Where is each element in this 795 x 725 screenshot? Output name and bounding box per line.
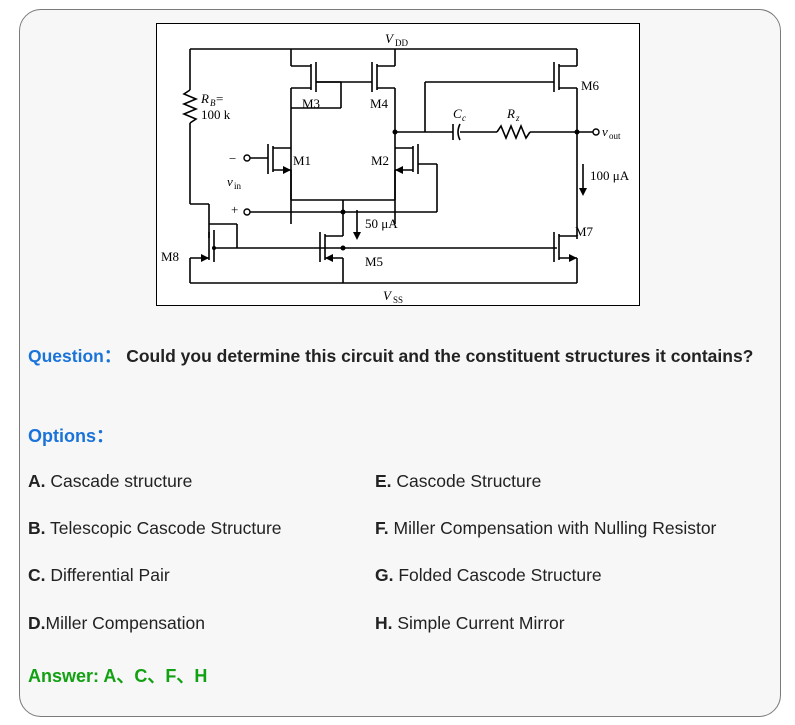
rb-subscript: B	[210, 98, 216, 108]
m4-label: M4	[370, 96, 389, 111]
vdd-label: V	[385, 31, 395, 46]
question-separator: ：	[103, 346, 122, 366]
option-d: D.Miller Compensation	[28, 613, 205, 634]
vss-subscript: SS	[393, 295, 403, 305]
cc-subscript: c	[462, 113, 466, 123]
question-body: Could you determine this circuit and the…	[126, 346, 754, 366]
m7-label: M7	[575, 224, 594, 239]
vss-label: V	[383, 288, 393, 303]
question-text: Question： Could you determine this circu…	[28, 344, 758, 368]
options-title: Options：	[28, 426, 114, 446]
m1-label: M1	[293, 153, 311, 168]
rb-label: R	[200, 91, 209, 106]
current-50ua-label: 50 μA	[365, 216, 398, 231]
vin-label: v	[227, 174, 233, 189]
option-letter: A.	[28, 471, 46, 491]
option-h: H. Simple Current Mirror	[375, 613, 565, 634]
circuit-diagram: V DD V SS R B = 100 k M3 M4 M6 M1 M2 M5 …	[156, 23, 640, 306]
option-text: Cascade structure	[45, 471, 193, 491]
question-label: Question	[28, 346, 104, 366]
circuit-schematic: V DD V SS R B = 100 k M3 M4 M6 M1 M2 M5 …	[161, 31, 630, 305]
vout-subscript: out	[609, 131, 621, 141]
rz-subscript: z	[515, 113, 520, 123]
answer-text: Answer: A、C、F、H	[28, 666, 208, 686]
vout-label: v	[602, 124, 608, 139]
option-text: Telescopic Cascode Structure	[45, 518, 282, 538]
option-c: C. Differential Pair	[28, 565, 170, 586]
option-text: Folded Cascode Structure	[393, 565, 602, 585]
option-text: Simple Current Mirror	[392, 613, 565, 633]
vin-subscript: in	[234, 181, 242, 191]
option-text: Cascode Structure	[391, 471, 542, 491]
option-letter: D.	[28, 613, 46, 633]
current-100ua-label: 100 μA	[590, 168, 630, 183]
option-text: Miller Compensation with Nulling Resisto…	[388, 518, 717, 538]
option-text: Differential Pair	[45, 565, 170, 585]
option-g: G. Folded Cascode Structure	[375, 565, 602, 586]
option-letter: H.	[375, 613, 393, 633]
vdd-subscript: DD	[395, 38, 408, 48]
rb-value: 100 k	[201, 107, 231, 122]
rb-equals: =	[216, 91, 223, 106]
vin-plus: +	[231, 202, 238, 217]
m3-label: M3	[302, 96, 320, 111]
option-letter: G.	[375, 565, 394, 585]
cc-label: C	[453, 106, 462, 121]
vin-minus: −	[229, 151, 236, 166]
m5-label: M5	[365, 254, 383, 269]
option-letter: F.	[375, 518, 389, 538]
option-text: Miller Compensation	[45, 613, 206, 633]
option-letter: C.	[28, 565, 46, 585]
option-letter: B.	[28, 518, 46, 538]
rz-label: R	[506, 106, 515, 121]
m2-label: M2	[371, 153, 389, 168]
option-b: B. Telescopic Cascode Structure	[28, 518, 282, 539]
option-e: E. Cascode Structure	[375, 471, 541, 492]
option-letter: E.	[375, 471, 392, 491]
option-f: F. Miller Compensation with Nulling Resi…	[375, 518, 716, 539]
option-a: A. Cascade structure	[28, 471, 192, 492]
m6-label: M6	[581, 78, 600, 93]
m8-label: M8	[161, 249, 179, 264]
